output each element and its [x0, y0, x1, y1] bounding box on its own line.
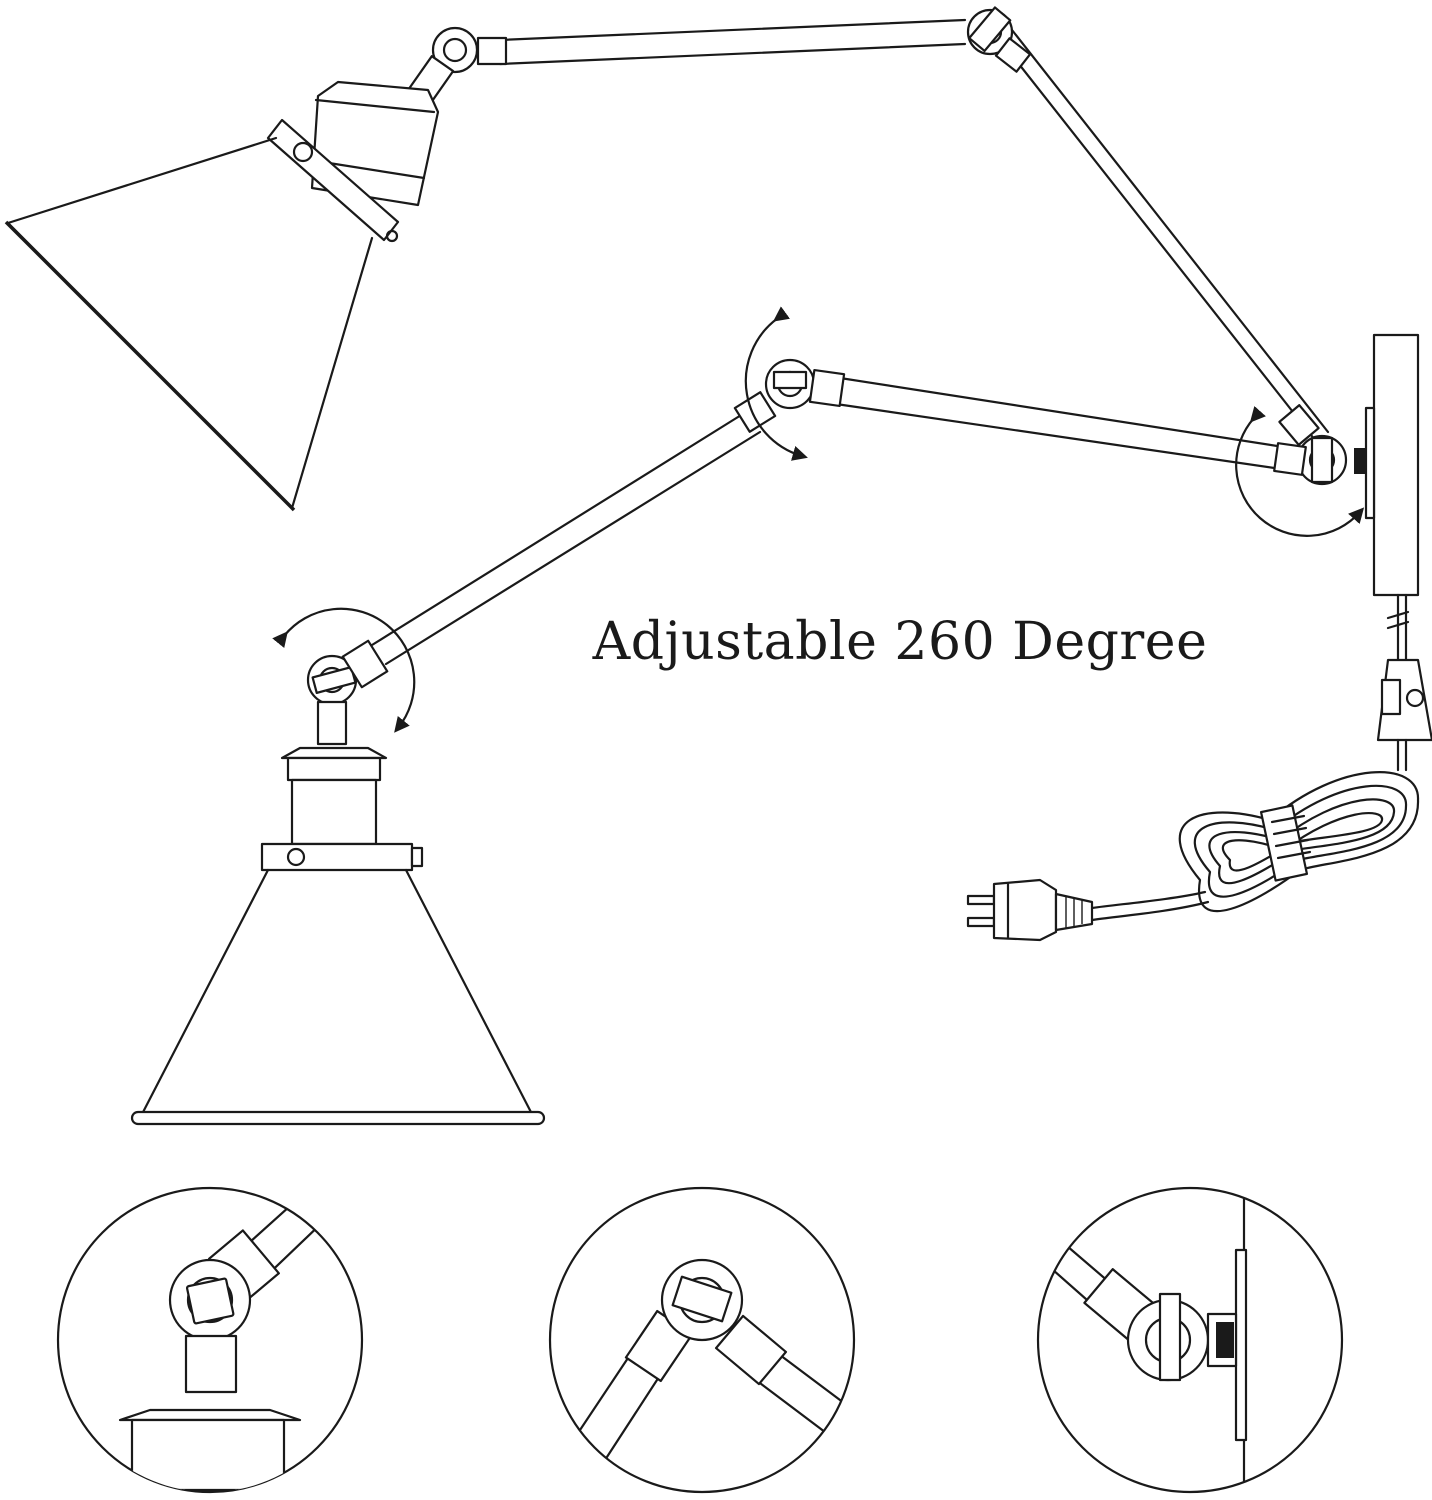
- coiled-cord-icon: [1090, 771, 1420, 922]
- detail-shade-joint: [56, 1186, 364, 1494]
- power-plug-icon: [966, 878, 1094, 942]
- detail-wall-joint: [1036, 1186, 1344, 1494]
- swing-arm-lamp-lowered-illustration: [130, 306, 1366, 1126]
- inline-switch-icon: [1376, 593, 1432, 772]
- wall-mount-plate-icon: [1364, 333, 1420, 597]
- caption-text: Adjustable 260 Degree: [592, 612, 1208, 672]
- swing-arm-lamp-raised-illustration: [4, 6, 1330, 512]
- detail-elbow-joint: [548, 1186, 856, 1494]
